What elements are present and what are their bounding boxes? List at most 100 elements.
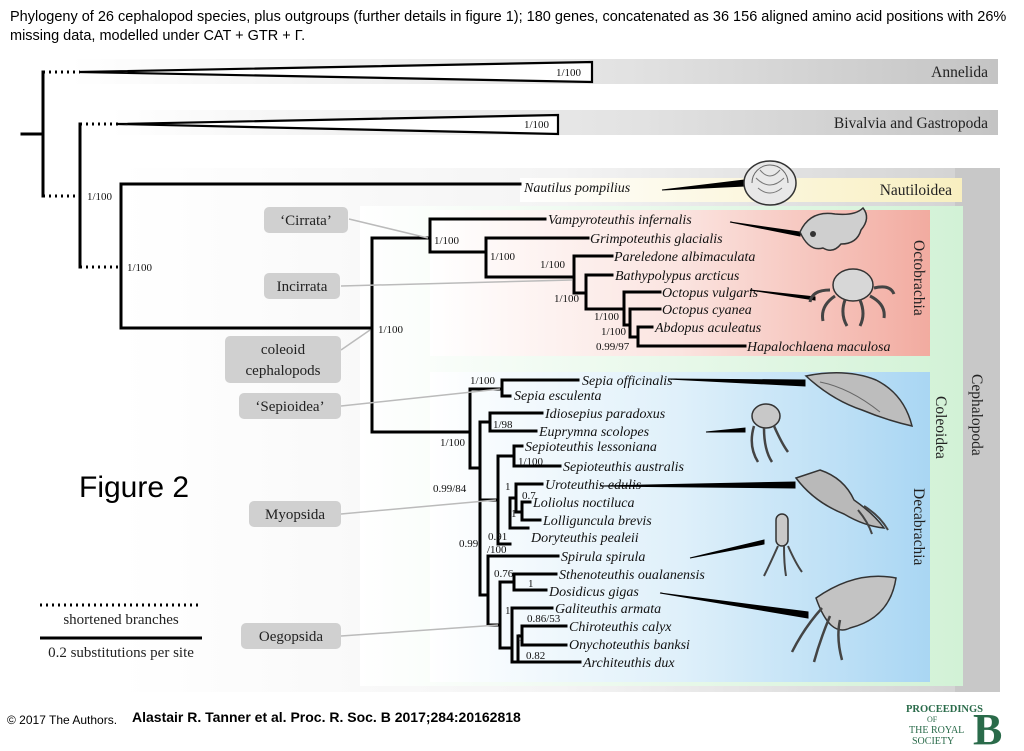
box-oegopsida-label: Oegopsida (259, 629, 323, 645)
vampyroteuthis-illustration (799, 206, 868, 251)
support-value: 1/98 (493, 419, 513, 431)
illustration-pointers (599, 179, 816, 619)
species-label: Sepia officinalis (582, 374, 673, 389)
support-value: 1 (505, 481, 511, 493)
logo-line1: PROCEEDINGS (906, 704, 983, 715)
species-label: Chiroteuthis calyx (569, 620, 672, 635)
box-coleoid (225, 336, 341, 383)
support-value: 1/100 (87, 191, 113, 203)
loligo-illustration (794, 469, 889, 535)
clade-decabrachia: Decabrachia (910, 488, 927, 566)
support-value: 1/100 (434, 235, 460, 247)
nautilus-illustration (743, 160, 797, 206)
species-label: Spirula spirula (561, 550, 645, 565)
species-label: Bathypolypus arcticus (615, 269, 740, 284)
species-label: Sepia esculenta (514, 389, 601, 404)
species-label: Octopus vulgaris (662, 286, 759, 301)
species-label: Sepioteuthis lessoniana (525, 440, 657, 455)
species-label: Onychoteuthis banksi (569, 638, 690, 653)
clade-annelida: Annelida (931, 64, 988, 81)
box-coleoid-label: coleoid (261, 342, 306, 358)
support-value: 0.7 (522, 490, 536, 502)
support-value: 1/100 (378, 324, 404, 336)
species-label: Doryteuthis pealeii (530, 531, 639, 546)
logo-line3: THE ROYAL (909, 725, 964, 736)
species-label: Uroteuthis edulis (545, 478, 642, 493)
species-labels: Nautilus pompilius Vampyroteuthis infern… (514, 181, 890, 671)
species-label: Dosidicus gigas (548, 585, 639, 600)
journal-logo: PROCEEDINGS OF THE ROYAL SOCIETY B (906, 704, 1002, 748)
legend: shortened branches 0.2 substitutions per… (40, 603, 202, 661)
species-label: Hapalochlaena maculosa (746, 340, 890, 355)
species-label: Octopus cyanea (662, 303, 752, 318)
species-label: Loliolus noctiluca (532, 496, 635, 511)
box-cirrata (264, 207, 348, 233)
support-value: 0.76 (494, 568, 514, 580)
box-oegopsida (241, 623, 341, 649)
box-myopsida (249, 501, 341, 527)
clade-coleoidea: Coleoidea (932, 396, 949, 459)
support-value: 0.86/53 (527, 613, 561, 625)
species-label: Grimpoteuthis glacialis (590, 232, 723, 247)
box-sepioidea (239, 393, 341, 419)
box-myopsida-label: Myopsida (265, 507, 325, 523)
logo-letter: B (973, 705, 1002, 748)
species-label: Pareledone albimaculata (613, 250, 755, 265)
tree-branches (20, 70, 747, 664)
support-value: /100 (487, 544, 507, 556)
support-value: 1/100 (470, 375, 496, 387)
species-label: Vampyroteuthis infernalis (548, 213, 692, 228)
support-value: 1/100 (554, 293, 580, 305)
clade-cephalopoda: Cephalopoda (968, 374, 985, 456)
support-value: 1/100 (490, 251, 516, 263)
species-label: Sthenoteuthis oualanensis (559, 568, 705, 583)
logo-line4: SOCIETY (912, 736, 954, 747)
phylogeny-figure: Annelida Bivalvia and Gastropoda Nautilo… (20, 59, 1000, 692)
box-sepioidea-label: ‘Sepioidea’ (255, 399, 324, 415)
squid-illustration (790, 575, 897, 663)
species-label: Nautilus pompilius (523, 181, 631, 196)
species-label: Euprymna scolopes (538, 425, 650, 440)
species-label: Abdopus aculeatus (654, 321, 762, 336)
figure-caption: Phylogeny of 26 cephalopod species, plus… (10, 9, 1007, 44)
clade-bivalvia: Bivalvia and Gastropoda (834, 115, 988, 132)
support-value: 1 (511, 508, 517, 520)
support-value: 0.99/84 (433, 483, 467, 495)
octopus-illustration (808, 268, 896, 327)
support-value: 0.91 (488, 531, 507, 543)
support-annelida: 1/100 (556, 67, 582, 79)
species-label: Sepioteuthis australis (563, 460, 685, 475)
legend-scale-label: 0.2 substitutions per site (48, 645, 194, 661)
support-value: 0.99/97 (596, 341, 630, 353)
support-value: 1 (516, 632, 522, 644)
clade-nautiloidea: Nautiloidea (880, 182, 952, 199)
support-value: 1 (528, 578, 534, 590)
clade-octobrachia: Octobrachia (910, 240, 927, 316)
support-values: 1/100 1/100 1/100 1/100 1/100 1/100 1/10… (87, 191, 630, 662)
bivalvia-triangle (117, 113, 560, 136)
support-value: 1/100 (601, 326, 627, 338)
citation: Alastair R. Tanner et al. Proc. R. Soc. … (132, 709, 521, 725)
box-coleoid-label-2: cephalopods (246, 363, 321, 379)
species-label: Architeuthis dux (582, 656, 675, 671)
spirula-illustration (763, 513, 803, 577)
support-value: 1/100 (518, 456, 544, 468)
box-incirrata (264, 273, 340, 299)
logo-line2: OF (927, 715, 938, 724)
support-bivalvia: 1/100 (524, 119, 550, 131)
annelida-triangle (79, 60, 594, 84)
support-value: 1/100 (540, 259, 566, 271)
support-value: 0.99 (459, 538, 479, 550)
figure-label: Figure 2 (79, 471, 190, 504)
support-value: 1 (505, 605, 511, 617)
legend-dotted-label: shortened branches (63, 612, 179, 628)
species-label: Lolliguncula brevis (542, 514, 652, 529)
box-cirrata-label: ‘Cirrata’ (280, 213, 332, 229)
support-value: 1/100 (440, 437, 466, 449)
support-value: 1/100 (594, 311, 620, 323)
species-label: Galiteuthis armata (555, 602, 661, 617)
group-boxes: ‘Cirrata’ Incirrata coleoid cephalopods … (225, 207, 573, 649)
copyright: © 2017 The Authors. (7, 713, 118, 727)
box-incirrata-label: Incirrata (277, 279, 328, 295)
sepia-illustration (804, 372, 914, 428)
